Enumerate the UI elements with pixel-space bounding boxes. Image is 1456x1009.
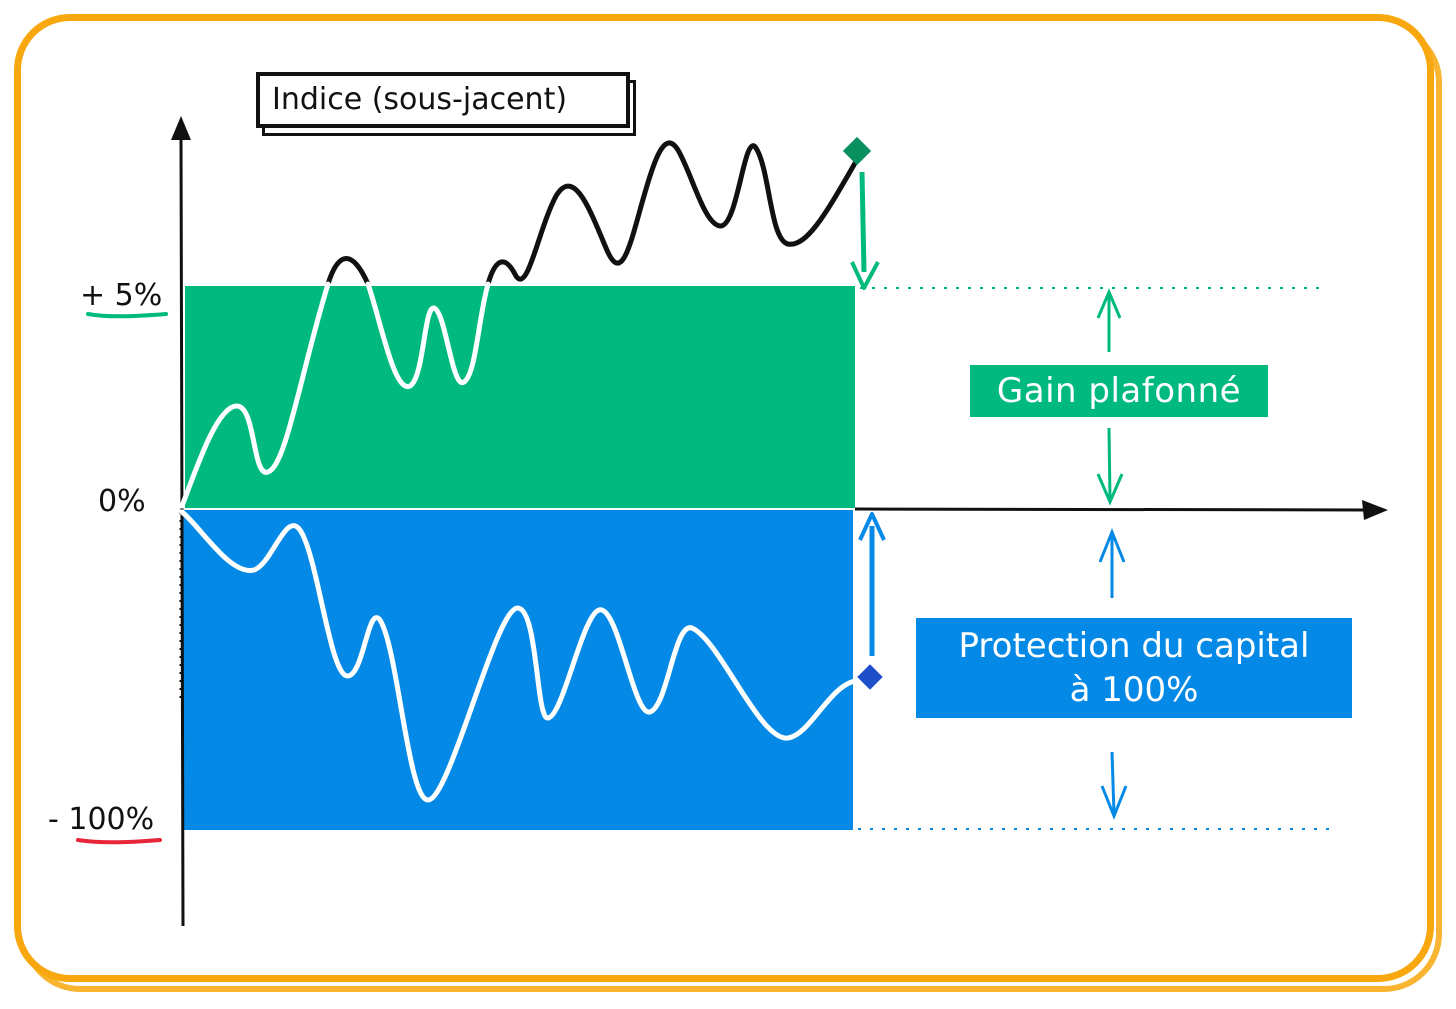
cap-arrow-head-icon (850, 261, 880, 290)
chart-title: Indice (sous-jacent) (256, 72, 630, 128)
minus100-underline (76, 838, 162, 845)
protection-label-line1: Protection du capital (958, 626, 1310, 666)
protection-arrow-down-icon (1100, 785, 1128, 821)
gain-label-box: Gain plafonné (970, 365, 1268, 417)
gain-arrow-up-icon (1096, 288, 1122, 319)
protection-arrow-up-icon (1098, 527, 1126, 563)
protection-arrow-head-icon (858, 512, 886, 541)
index-line-protection (179, 509, 863, 803)
y-axis-arrow-icon (171, 116, 191, 140)
x-axis (854, 507, 1369, 512)
index-line-gain (179, 281, 491, 509)
index-line-upper (325, 140, 861, 287)
cap-arrow-line (859, 171, 867, 273)
protection-arrow-down-line (1110, 751, 1116, 815)
gain-arrow-down-line (1107, 427, 1112, 501)
protection-region (183, 510, 853, 830)
label-minus100: - 100% (48, 802, 155, 837)
lower-end-marker-icon (857, 664, 883, 690)
protection-label-box: Protection du capital à 100% (916, 618, 1352, 718)
plus5-underline (86, 312, 168, 319)
label-zero: 0% (98, 484, 146, 519)
x-axis-arrow-icon (1362, 500, 1388, 520)
upper-end-marker-icon (842, 136, 872, 166)
gain-arrow-down-icon (1096, 473, 1124, 506)
protection-label-line2: à 100% (1069, 670, 1199, 710)
label-plus5: + 5% (80, 278, 163, 313)
gain-region (185, 286, 855, 508)
y-axis (179, 137, 185, 927)
